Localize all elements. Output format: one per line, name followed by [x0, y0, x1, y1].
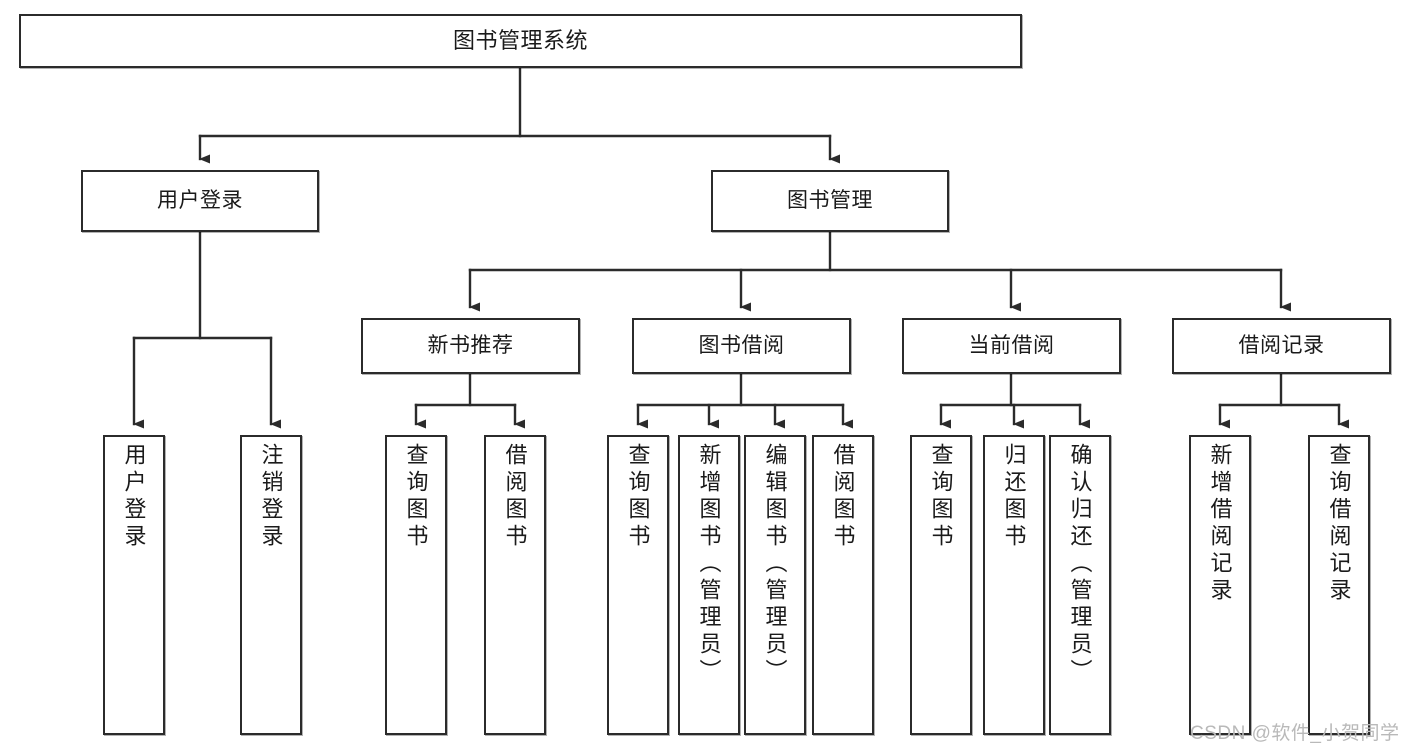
node-borrow-record-label: 借阅记录: [1238, 333, 1325, 357]
node-new-book-recommend-label: 新书推荐: [427, 333, 514, 357]
node-leaf-query-book-3[interactable]: 查询图书: [910, 435, 972, 735]
node-leaf-query-book-2-label: 查询图书: [625, 443, 651, 551]
node-leaf-edit-book[interactable]: 编辑图书（管理员）: [744, 435, 806, 735]
watermark-text: CSDN @软件_小贺同学: [1190, 723, 1400, 744]
node-leaf-add-record-label: 新增借阅记录: [1207, 443, 1233, 605]
node-leaf-user-login[interactable]: 用户登录: [103, 435, 165, 735]
node-book-borrow-label: 图书借阅: [698, 333, 785, 357]
node-leaf-add-book-label: 新增图书（管理员）: [696, 443, 722, 686]
node-user-login[interactable]: 用户登录: [81, 170, 319, 232]
node-leaf-borrow-book-1[interactable]: 借阅图书: [484, 435, 546, 735]
node-book-manage[interactable]: 图书管理: [711, 170, 949, 232]
node-leaf-user-login-label: 用户登录: [121, 443, 147, 551]
node-leaf-add-record[interactable]: 新增借阅记录: [1189, 435, 1251, 735]
node-leaf-query-book-1-label: 查询图书: [403, 443, 429, 551]
node-leaf-query-book-2[interactable]: 查询图书: [607, 435, 669, 735]
node-leaf-confirm-return-label: 确认归还（管理员）: [1067, 443, 1093, 686]
node-current-borrow[interactable]: 当前借阅: [902, 318, 1121, 374]
node-leaf-borrow-book-2-label: 借阅图书: [830, 443, 856, 551]
node-leaf-confirm-return[interactable]: 确认归还（管理员）: [1049, 435, 1111, 735]
node-leaf-logout[interactable]: 注销登录: [240, 435, 302, 735]
node-root-book-management-system-label: 图书管理系统: [452, 28, 588, 54]
node-leaf-logout-label: 注销登录: [258, 443, 284, 551]
node-leaf-edit-book-label: 编辑图书（管理员）: [762, 443, 788, 686]
node-leaf-return-book-label: 归还图书: [1001, 443, 1027, 551]
node-user-login-label: 用户登录: [157, 188, 243, 212]
node-book-borrow[interactable]: 图书借阅: [632, 318, 851, 374]
node-book-manage-label: 图书管理: [787, 188, 873, 212]
node-leaf-borrow-book-1-label: 借阅图书: [502, 443, 528, 551]
node-leaf-query-book-1[interactable]: 查询图书: [385, 435, 447, 735]
node-leaf-borrow-book-2[interactable]: 借阅图书: [812, 435, 874, 735]
node-leaf-return-book[interactable]: 归还图书: [983, 435, 1045, 735]
node-leaf-query-record-label: 查询借阅记录: [1326, 443, 1352, 605]
node-leaf-query-book-3-label: 查询图书: [928, 443, 954, 551]
node-root-book-management-system[interactable]: 图书管理系统: [19, 14, 1022, 68]
node-leaf-query-record[interactable]: 查询借阅记录: [1308, 435, 1370, 735]
node-current-borrow-label: 当前借阅: [968, 333, 1055, 357]
node-new-book-recommend[interactable]: 新书推荐: [361, 318, 580, 374]
node-leaf-add-book[interactable]: 新增图书（管理员）: [678, 435, 740, 735]
node-borrow-record[interactable]: 借阅记录: [1172, 318, 1391, 374]
